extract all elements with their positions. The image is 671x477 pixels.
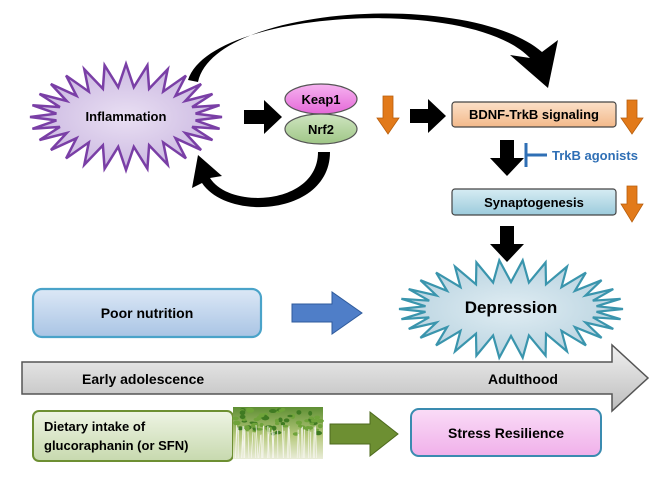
- arrow-to-keap1-nrf2: [244, 100, 282, 134]
- bdnf-trkb-box: [451, 101, 617, 128]
- synaptogenesis-label: Synaptogenesis: [484, 195, 584, 210]
- nrf2-label: Nrf2: [308, 122, 334, 137]
- keap1-label: Keap1: [301, 92, 340, 107]
- inflammation-starburst: [29, 60, 223, 174]
- bdnf-trkb-label: BDNF-TrkB signaling: [469, 107, 599, 122]
- decrease-arrow-nrf2: [376, 95, 400, 135]
- dietary-intake-line2: glucoraphanin (or SFN): [44, 438, 188, 453]
- stress-resilience-label: Stress Resilience: [448, 425, 564, 441]
- decrease-arrow-bdnf: [620, 99, 644, 135]
- depression-starburst: [398, 257, 624, 361]
- depression-label: Depression: [465, 298, 558, 317]
- poor-nutrition-label: Poor nutrition: [101, 305, 194, 321]
- inflammation-label: Inflammation: [86, 109, 167, 124]
- dietary-to-resilience-arrow: [329, 410, 399, 458]
- nrf2-ellipse: [284, 113, 358, 145]
- poor-nutrition-box: [31, 287, 263, 339]
- timeline-end-label: Adulthood: [488, 371, 558, 387]
- dietary-intake-line1: Dietary intake of: [44, 419, 146, 434]
- trkb-agonists-label: TrkB agonists: [552, 148, 638, 163]
- broccoli-sprouts-image: [232, 407, 324, 459]
- arrow-to-synaptogenesis: [490, 140, 524, 176]
- curved-arrow-to-bdnf: [188, 13, 558, 88]
- decrease-arrow-synaptogenesis: [620, 185, 644, 223]
- arrow-to-bdnf: [410, 99, 446, 133]
- nutrition-to-depression-arrow: [291, 291, 363, 335]
- stress-resilience-box: [410, 408, 602, 457]
- synaptogenesis-box: [451, 188, 617, 216]
- arrow-to-depression: [490, 226, 524, 262]
- timeline-start-label: Early adolescence: [82, 371, 204, 387]
- feedback-arrow-to-inflammation: [192, 152, 330, 208]
- timeline-arrow: [21, 343, 650, 413]
